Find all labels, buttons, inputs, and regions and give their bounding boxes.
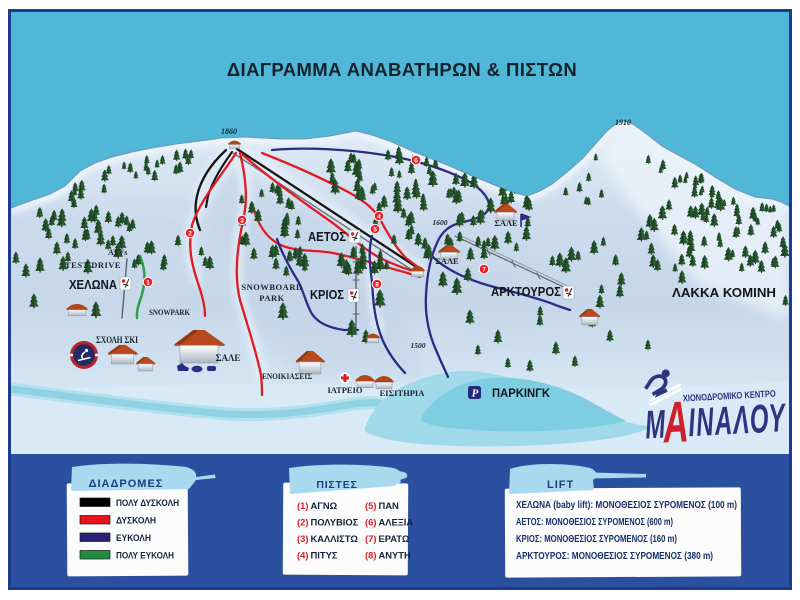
svg-text:3: 3 [240, 218, 244, 225]
svg-text:ΙΑΤΡΕΙΟ: ΙΑΤΡΕΙΟ [327, 385, 362, 395]
svg-text:8: 8 [375, 282, 379, 289]
svg-text:1500: 1500 [411, 341, 426, 350]
svg-text:Α: Α [661, 390, 690, 456]
svg-text:ΚΡΙΟΣ: ΜΟΝΟΘΕΣΙΟΣ ΣΥΡΟΜΕΝΟΣ (1: ΚΡΙΟΣ: ΜΟΝΟΘΕΣΙΟΣ ΣΥΡΟΜΕΝΟΣ (160 m) [516, 534, 677, 545]
svg-text:(1): (1) [297, 500, 308, 511]
svg-text:ΛΑΚΚΑ ΚΟΜΙΝΗ: ΛΑΚΚΑ ΚΟΜΙΝΗ [672, 286, 776, 300]
svg-text:P: P [472, 388, 479, 400]
svg-text:ΕΡΑΤΩ: ΕΡΑΤΩ [379, 533, 410, 544]
svg-text:4: 4 [377, 214, 381, 221]
svg-text:(2): (2) [297, 517, 308, 528]
svg-text:ΔΙΑΓΡΑΜΜΑ ΑΝΑΒΑΤΗΡΩΝ & ΠΙΣΤΩΝ: ΔΙΑΓΡΑΜΜΑ ΑΝΑΒΑΤΗΡΩΝ & ΠΙΣΤΩΝ [227, 59, 577, 80]
svg-text:1600: 1600 [433, 218, 448, 227]
svg-text:ΣΑΛΕ: ΣΑΛΕ [494, 218, 518, 228]
svg-text:ΧΙΟΝΟΔΡΟΜΙΚΟ ΚΕΝΤΡΟ: ΧΙΟΝΟΔΡΟΜΙΚΟ ΚΕΝΤΡΟ [683, 389, 776, 405]
svg-text:LIFT: LIFT [547, 479, 574, 491]
svg-text:ΣΧΟΛΗ ΣΚΙ: ΣΧΟΛΗ ΣΚΙ [96, 336, 138, 346]
svg-text:ΑΕΤΟΣ: ΑΕΤΟΣ [308, 229, 346, 244]
svg-text:ΑΡΚΤΟΥΡΟΣ: ΑΡΚΤΟΥΡΟΣ [491, 285, 561, 299]
svg-text:ΠΟΛΥ ΔΥΣΚΟΛΗ: ΠΟΛΥ ΔΥΣΚΟΛΗ [116, 498, 179, 508]
svg-text:SNOWBOARD: SNOWBOARD [241, 282, 302, 292]
svg-text:ΑΝΥΤΗ: ΑΝΥΤΗ [379, 550, 412, 561]
svg-text:ΑΕΤΟΣ: ΜΟΝΟΘΕΣΙΟΣ ΣΥΡΟΜΕΝΟΣ (6: ΑΕΤΟΣ: ΜΟΝΟΘΕΣΙΟΣ ΣΥΡΟΜΕΝΟΣ (600 m) [516, 517, 673, 528]
svg-text:ΕΝΟΙΚΙΑΣΕΙΣ: ΕΝΟΙΚΙΑΣΕΙΣ [262, 371, 312, 381]
svg-text:ΠΑΡΚΙΝΓΚ: ΠΑΡΚΙΝΓΚ [492, 386, 550, 400]
svg-text:(5): (5) [365, 500, 376, 511]
svg-text:6: 6 [414, 158, 418, 165]
svg-text:Μ: Μ [644, 401, 667, 447]
svg-text:ΕΥΚΟΛΗ: ΕΥΚΟΛΗ [116, 533, 151, 543]
svg-text:ΔΥΣΚΟΛΗ: ΔΥΣΚΟΛΗ [116, 516, 156, 526]
svg-text:ΠΟΛΥΒΙΟΣ: ΠΟΛΥΒΙΟΣ [311, 517, 359, 528]
svg-text:ΣΑΛΕ: ΣΑΛΕ [435, 256, 459, 266]
svg-text:(4): (4) [297, 550, 308, 561]
svg-text:ΧΕΛΩΝΑ (baby lift): ΜΟΝΟΘΕΣΙΟΣ: ΧΕΛΩΝΑ (baby lift): ΜΟΝΟΘΕΣΙΟΣ ΣΥΡΟΜΕΝΟΣ… [516, 500, 737, 511]
svg-text:PARK: PARK [259, 293, 284, 303]
svg-text:ΚΡΙΟΣ: ΚΡΙΟΣ [310, 287, 344, 302]
svg-text:2: 2 [188, 231, 192, 238]
svg-text:ATVs: ATVs [108, 248, 127, 257]
svg-text:7: 7 [482, 267, 486, 274]
svg-text:ΔΙΑΔΡΟΜΕΣ: ΔΙΑΔΡΟΜΕΣ [89, 478, 164, 490]
svg-text:ΚΑΛΛΙΣΤΩ: ΚΑΛΛΙΣΤΩ [311, 533, 359, 544]
svg-text:1860: 1860 [221, 127, 237, 136]
svg-text:1910: 1910 [615, 118, 631, 127]
svg-text:1: 1 [146, 280, 150, 287]
svg-text:ΣΑΛΕ: ΣΑΛΕ [216, 353, 241, 363]
svg-text:ΧΕΛΩΝΑ: ΧΕΛΩΝΑ [69, 277, 118, 292]
svg-text:ΠΙΤΥΣ: ΠΙΤΥΣ [311, 550, 338, 561]
svg-text:ΕΙΣΙΤΗΡΙΑ: ΕΙΣΙΤΗΡΙΑ [380, 388, 426, 398]
svg-text:ΠΟΛΥ ΕΥΚΟΛΗ: ΠΟΛΥ ΕΥΚΟΛΗ [116, 551, 174, 561]
svg-text:5: 5 [373, 227, 377, 234]
svg-text:ΑΓΝΩ: ΑΓΝΩ [311, 500, 338, 511]
svg-text:ΠΑΝ: ΠΑΝ [379, 500, 400, 511]
svg-text:ΠΙΣΤΕΣ: ΠΙΣΤΕΣ [316, 479, 357, 491]
svg-text:ΑΛΕΞΙΑ: ΑΛΕΞΙΑ [379, 517, 414, 528]
svg-text:ΑΡΚΤΟΥΡΟΣ: ΜΟΝΟΘΕΣΙΟΣ ΣΥΡΟΜΕΝΟ: ΑΡΚΤΟΥΡΟΣ: ΜΟΝΟΘΕΣΙΟΣ ΣΥΡΟΜΕΝΟΣ (380 m) [516, 551, 713, 562]
svg-text:TEST DRIVE: TEST DRIVE [65, 260, 121, 270]
svg-text:(3): (3) [297, 533, 308, 544]
svg-text:ΙΝΑΛΟΥ: ΙΝΑΛΟΥ [687, 395, 788, 445]
svg-text:(6): (6) [365, 517, 376, 528]
svg-text:(8): (8) [365, 550, 376, 561]
svg-text:(7): (7) [365, 533, 376, 544]
svg-text:SNOWPARK: SNOWPARK [149, 307, 190, 317]
